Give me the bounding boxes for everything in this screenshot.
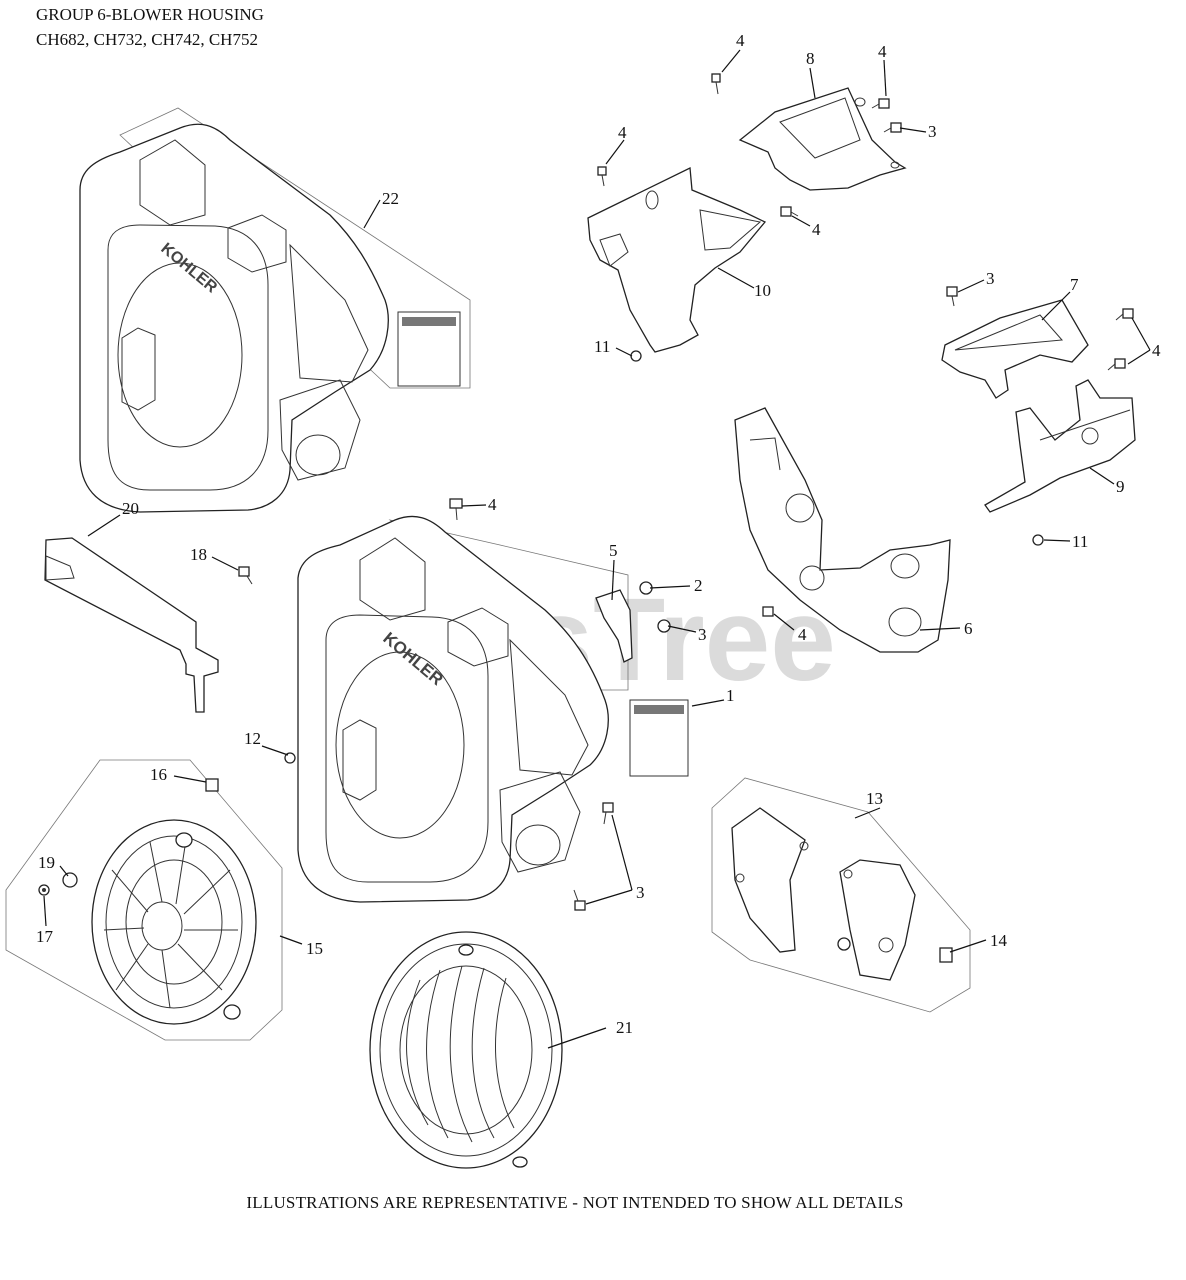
part-14-clip [939,947,953,963]
callout-15: 15 [306,939,323,958]
callout-4-c: 4 [618,123,627,142]
part-22-blower-housing-rear: KOHLER [79,107,471,513]
decal-rear-stripe [402,317,456,326]
decal-front-stripe [634,705,684,714]
callout-4-d: 4 [812,220,821,239]
disclaimer-footer: ILLUSTRATIONS ARE REPRESENTATIVE - NOT I… [246,1193,904,1212]
diagram-title: GROUP 6-BLOWER HOUSING [36,5,264,24]
callout-11-b: 11 [1072,532,1088,551]
callout-4-b: 4 [878,42,887,61]
callout-5: 5 [609,541,618,560]
part-10-baffle [587,167,767,353]
callout-2: 2 [694,576,703,595]
part-7-baffle [941,299,1089,399]
callout-19: 19 [38,853,55,872]
callout-8: 8 [806,49,815,68]
callout-7: 7 [1070,275,1079,294]
callout-6: 6 [964,619,973,638]
part-5-bracket [595,589,633,663]
callout-10: 10 [754,281,771,300]
callout-3-c: 3 [986,269,995,288]
part-13-seal-kit [711,777,971,1013]
callout-leader-lines [43,49,1151,1049]
part-8-baffle [738,87,907,191]
callout-3-a: 3 [698,625,707,644]
callout-4-f: 4 [488,495,497,514]
part-20-baffle-plate [44,537,219,713]
callout-4-a: 4 [736,31,745,50]
callout-21: 21 [616,1018,633,1037]
callout-numbers: 1 2 3 3 3 3 4 4 4 4 4 4 4 5 6 7 8 9 10 1… [36,31,1161,1037]
callout-3-d: 3 [636,883,645,902]
part-15-grille-assembly [5,759,283,1041]
callout-3-b: 3 [928,122,937,141]
callout-14: 14 [990,931,1008,950]
part-9-baffle [984,379,1136,513]
callout-11-a: 11 [594,337,610,356]
part-6-side-baffle [734,407,951,653]
callout-1: 1 [726,686,735,705]
callout-16: 16 [150,765,167,784]
hardware-fasteners [38,73,1134,911]
callout-22: 22 [382,189,399,208]
callout-20: 20 [122,499,139,518]
callout-18: 18 [190,545,207,564]
callout-12: 12 [244,729,261,748]
model-list: CH682, CH732, CH742, CH752 [36,30,258,49]
callout-13: 13 [866,789,883,808]
callout-17: 17 [36,927,54,946]
callout-4-e: 4 [1152,341,1161,360]
part-21-grille [369,931,563,1169]
callout-4-g: 4 [798,625,807,644]
callout-9: 9 [1116,477,1125,496]
part-1-blower-housing-front: KOHLER [297,515,629,903]
